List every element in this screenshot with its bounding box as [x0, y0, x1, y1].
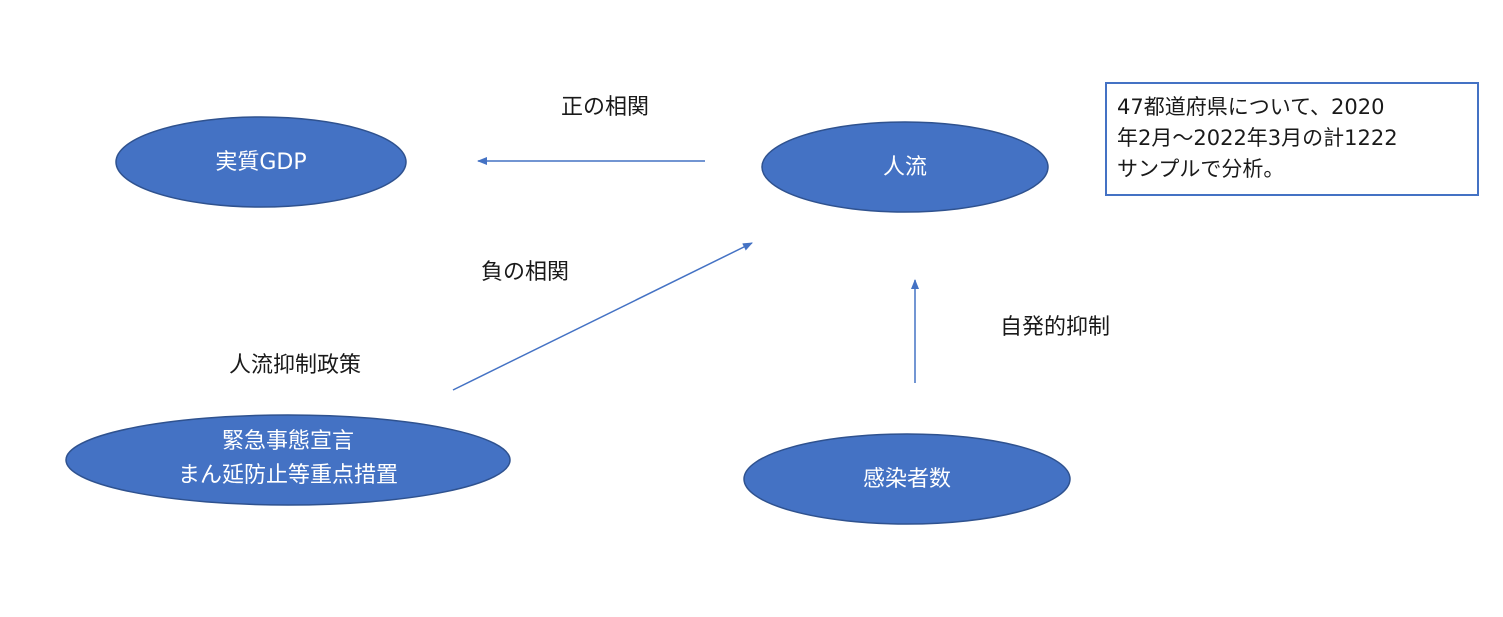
label-negative-correlation: 負の相関	[481, 260, 569, 285]
node-real-gdp-label: 実質GDP	[215, 150, 306, 175]
label-voluntary-restraint: 自発的抑制	[1000, 315, 1110, 340]
node-people-flow-label: 人流	[883, 155, 927, 180]
arrow-policy-to-flow	[452, 242, 753, 391]
node-policy-label-line1: 緊急事態宣言	[222, 429, 354, 454]
node-people-flow: 人流	[761, 121, 1049, 213]
node-infections-label: 感染者数	[863, 467, 951, 492]
node-policy-label-line2: まん延防止等重点措置	[178, 463, 398, 488]
note-line: 47都道府県について、2020	[1117, 95, 1385, 119]
node-real-gdp: 実質GDP	[115, 116, 407, 208]
label-positive-correlation: 正の相関	[561, 95, 649, 120]
node-infections: 感染者数	[743, 433, 1071, 525]
label-flow-restriction-policy: 人流抑制政策	[229, 353, 361, 378]
note-line: 年2月～2022年3月の計1222	[1117, 126, 1398, 150]
note-line: サンプルで分析。	[1117, 157, 1285, 181]
sample-note-box: 47都道府県について、2020 年2月～2022年3月の計1222 サンプルで分…	[1105, 82, 1479, 196]
node-policy: 緊急事態宣言 まん延防止等重点措置	[65, 414, 511, 506]
